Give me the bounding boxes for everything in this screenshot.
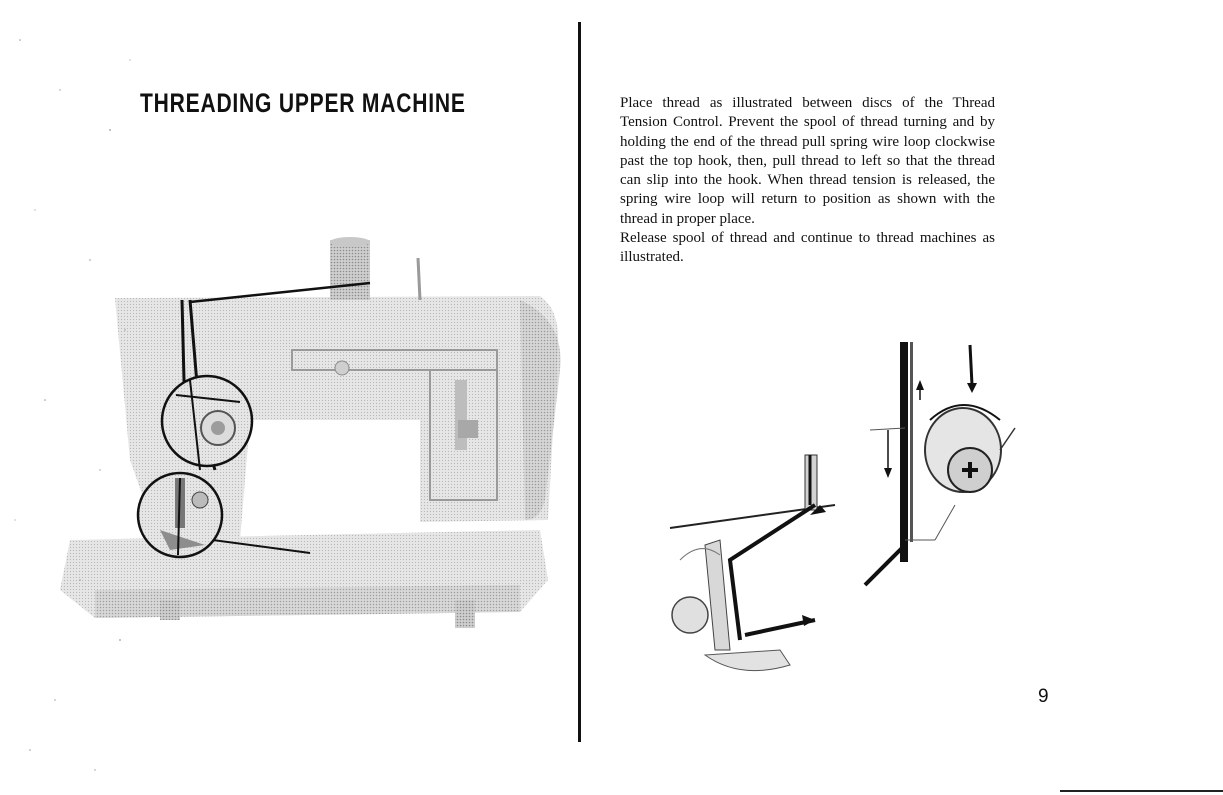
column-divider: [578, 22, 581, 742]
instruction-paragraph: Place thread as illustrated between disc…: [620, 95, 995, 227]
scan-noise: [14, 39, 131, 771]
instruction-paragraph: Release spool of thread and continue to …: [620, 230, 995, 266]
needle-clamp-threading-diagram: [669, 454, 836, 672]
page-number: 9: [1038, 686, 1049, 707]
sewing-machine-photo: [60, 237, 561, 628]
instruction-text: Place thread as illustrated between disc…: [620, 94, 995, 268]
page-title: THREADING UPPER MACHINE: [140, 88, 466, 118]
tension-control-diagram: [863, 342, 1016, 587]
scan-edge-line: [1060, 790, 1223, 792]
